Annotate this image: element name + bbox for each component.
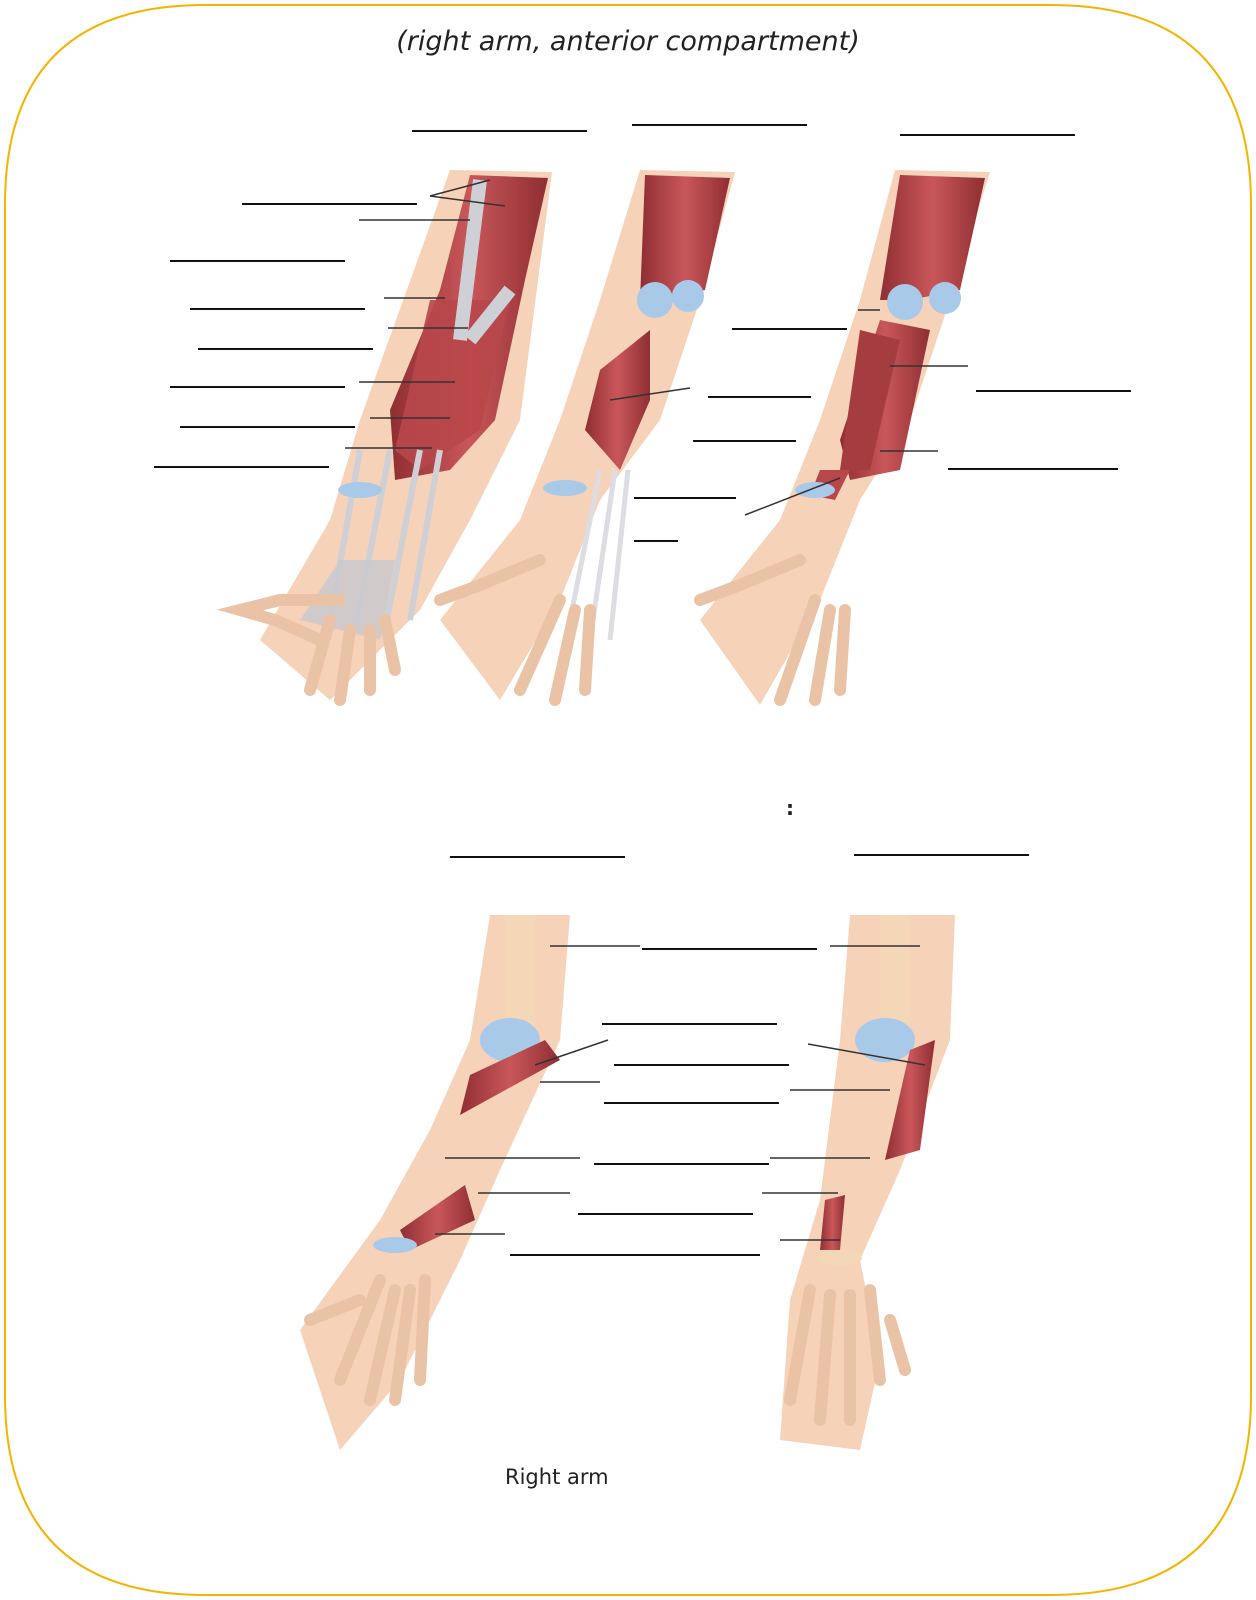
answer-blank[interactable] xyxy=(634,497,736,499)
answer-blank[interactable] xyxy=(170,386,345,388)
answer-blank[interactable] xyxy=(708,396,811,398)
answer-blank[interactable] xyxy=(854,854,1029,856)
answer-blank[interactable] xyxy=(412,130,587,132)
answer-blank[interactable] xyxy=(632,124,807,126)
forearm-supinator-view xyxy=(300,915,570,1450)
answer-blank[interactable] xyxy=(642,948,817,950)
answer-blank[interactable] xyxy=(510,1254,760,1256)
answer-blank[interactable] xyxy=(602,1023,777,1025)
answer-blank[interactable] xyxy=(732,328,847,330)
answer-blank[interactable] xyxy=(198,348,373,350)
answer-blank[interactable] xyxy=(948,468,1118,470)
caption-right-arm: Right arm xyxy=(505,1465,609,1489)
answer-blank[interactable] xyxy=(242,203,417,205)
answer-blank[interactable] xyxy=(693,440,796,442)
answer-blank[interactable] xyxy=(604,1102,779,1104)
answer-blank[interactable] xyxy=(594,1163,769,1165)
answer-blank[interactable] xyxy=(976,390,1131,392)
forearm-pronator-view xyxy=(780,915,955,1450)
answer-blank[interactable] xyxy=(154,466,329,468)
colon-mark: : xyxy=(786,796,794,820)
answer-blank[interactable] xyxy=(900,134,1075,136)
answer-blank[interactable] xyxy=(170,260,345,262)
forearm-deep-muscles xyxy=(700,170,990,705)
answer-blank[interactable] xyxy=(180,426,355,428)
answer-blank[interactable] xyxy=(614,1064,789,1066)
answer-blank[interactable] xyxy=(450,856,625,858)
answer-blank[interactable] xyxy=(634,540,678,542)
answer-blank[interactable] xyxy=(578,1213,753,1215)
answer-blank[interactable] xyxy=(190,308,365,310)
